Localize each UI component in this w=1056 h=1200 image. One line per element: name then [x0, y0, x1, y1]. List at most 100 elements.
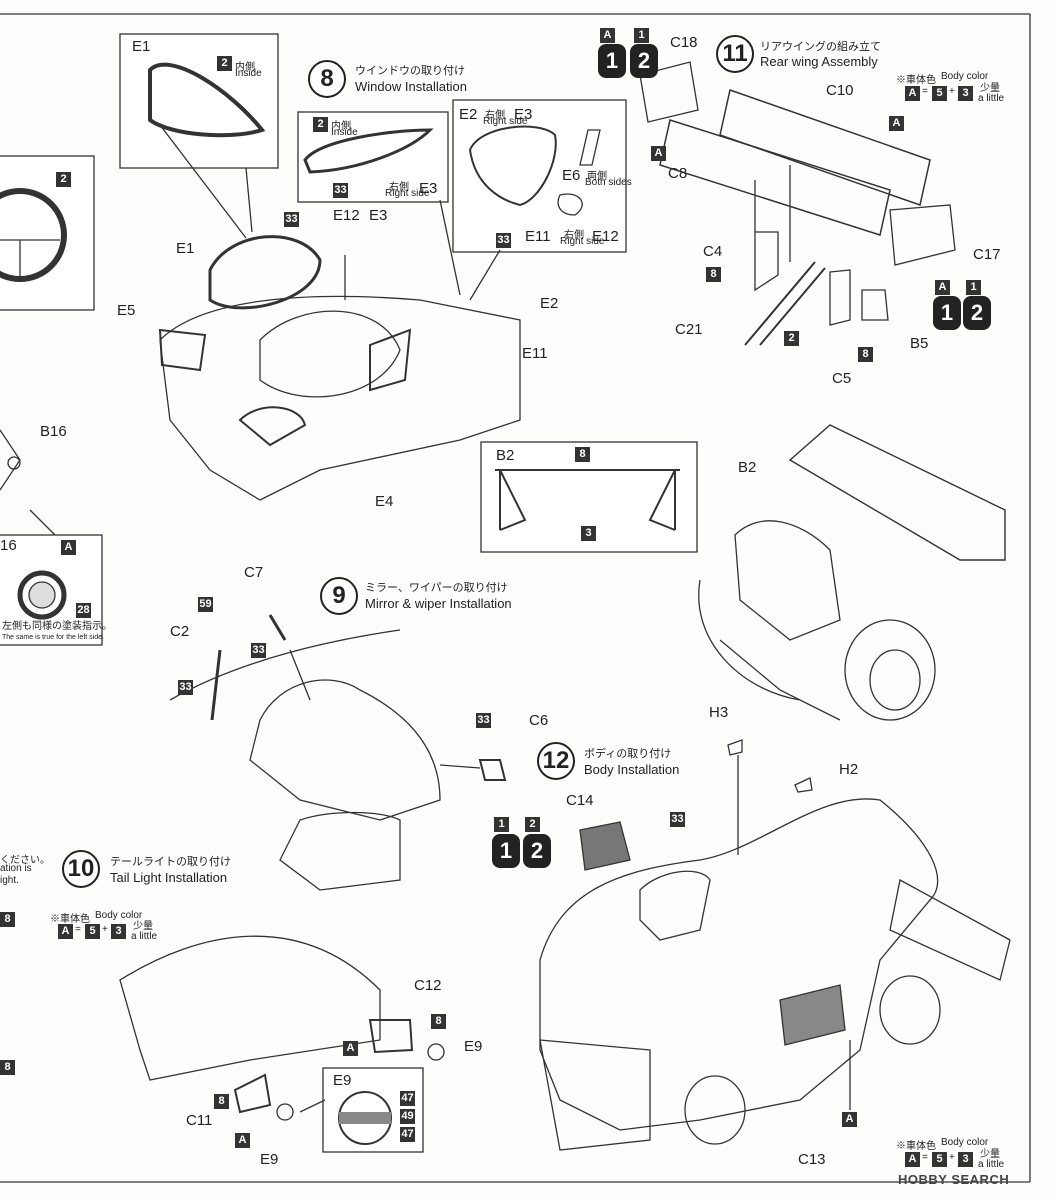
watermark: HOBBY SEARCH	[898, 1172, 1010, 1187]
part-label: B2	[738, 459, 757, 476]
paint-badge: 2	[56, 172, 71, 187]
part-label: E9	[260, 1151, 279, 1168]
body-color-note-jp: ※車体色	[896, 1141, 936, 1152]
paint-badge: 33	[284, 212, 299, 227]
part-label: E3	[369, 207, 388, 224]
formula-plus: +	[102, 924, 108, 935]
paint-badge: 59	[198, 597, 213, 612]
paint-badge: 3	[958, 86, 973, 101]
paint-badge: 33	[476, 713, 491, 728]
part-label: E5	[117, 302, 136, 319]
part-label: C8	[668, 165, 688, 182]
sub-label-right-side: Right side	[560, 236, 605, 247]
sub-label-naisoku: 内側	[235, 62, 255, 73]
paint-badge: 47	[400, 1091, 415, 1106]
part-label: E11	[522, 345, 548, 362]
a-little-label: a little	[978, 1159, 1005, 1170]
step-number-10: 10	[62, 850, 100, 888]
part-label: E12	[592, 228, 619, 245]
cut-note-1: ください。	[0, 855, 50, 866]
part-label: C12	[414, 977, 442, 994]
paint-badge: 47	[400, 1127, 415, 1142]
paint-badge: 2	[525, 817, 540, 832]
part-label: E11	[525, 228, 551, 245]
sub-label-inside: Inside	[331, 127, 358, 138]
formula-plus: +	[949, 1152, 955, 1163]
part-label: E4	[375, 493, 394, 510]
formula-eq: =	[922, 86, 928, 97]
part-label: E3	[514, 106, 533, 123]
part-label: E3	[419, 180, 438, 197]
paint-badge: 5	[85, 924, 100, 939]
part-label: B2	[496, 447, 515, 464]
shoryo-label: 少量	[980, 1149, 1000, 1160]
paint-badge: A	[905, 86, 920, 101]
paint-badge: 8	[858, 347, 873, 362]
paint-badge: 8	[431, 1014, 446, 1029]
formula-eq: =	[75, 924, 81, 935]
step-11-title-jp: リアウイングの組み立て	[760, 41, 881, 53]
paint-badge: A	[58, 924, 73, 939]
option-circle-2: 2	[523, 834, 551, 868]
step-10-title-jp: テールライトの取り付け	[110, 856, 231, 868]
body-color-note-en: Body color	[941, 71, 989, 82]
formula-eq: =	[922, 1152, 928, 1163]
cut-note-2: ation is	[0, 863, 32, 874]
paint-badge: 33	[178, 680, 193, 695]
step-8-title-jp: ウインドウの取り付け	[355, 65, 465, 77]
part-label: C14	[566, 792, 594, 809]
step-number-12: 12	[537, 742, 575, 780]
paint-badge: A	[61, 540, 76, 555]
a-little-label: a little	[978, 93, 1005, 104]
paint-badge: 33	[251, 643, 266, 658]
paint-badge: 33	[496, 233, 511, 248]
body-color-note-jp: ※車体色	[896, 75, 936, 86]
part-label: C13	[798, 1151, 826, 1168]
paint-badge: A	[935, 280, 950, 295]
option-circle-2: 2	[963, 296, 991, 330]
part-label: C7	[244, 564, 264, 581]
step-number-8: 8	[308, 60, 346, 98]
part-label: C4	[703, 243, 723, 260]
paint-badge: 2	[313, 117, 328, 132]
paint-badge: 1	[494, 817, 509, 832]
paint-badge: 5	[932, 86, 947, 101]
sub-label-right-side: Right side	[385, 188, 430, 199]
paint-badge: A	[842, 1112, 857, 1127]
part-label: C5	[832, 370, 852, 387]
paint-badge: 33	[670, 812, 685, 827]
paint-badge: 8	[706, 267, 721, 282]
part-label: C11	[186, 1112, 213, 1129]
part-label: H2	[839, 761, 859, 778]
paint-badge: 5	[932, 1152, 947, 1167]
paint-badge: 8	[575, 447, 590, 462]
step-9-title-en: Mirror & wiper Installation	[365, 596, 512, 611]
step-number-11: 11	[716, 35, 754, 73]
body-color-note-en: Body color	[941, 1137, 989, 1148]
step-9-title-jp: ミラー、ワイパーの取り付け	[365, 582, 508, 594]
part-label: C6	[529, 712, 549, 729]
shoryo-label: 少量	[980, 83, 1000, 94]
part-label: C21	[675, 321, 703, 338]
part-label: B5	[910, 335, 929, 352]
paint-badge: 3	[111, 924, 126, 939]
sub-label-migigawa: 右側	[389, 182, 409, 193]
formula-plus: +	[949, 86, 955, 97]
paint-badge: 8	[0, 1060, 15, 1075]
option-circle-2: 2	[630, 44, 658, 78]
sub-label-ryogawa: 両側	[587, 171, 607, 182]
left-side-note-en: The same is true for the left side.	[2, 634, 104, 641]
cut-note-3: ight.	[0, 875, 19, 886]
paint-badge: A	[343, 1041, 358, 1056]
paint-badge: 1	[634, 28, 649, 43]
part-label: C2	[170, 623, 190, 640]
step-10-title-en: Tail Light Installation	[110, 870, 228, 885]
paint-badge: 3	[958, 1152, 973, 1167]
part-label: C17	[973, 246, 1001, 263]
sub-label-naisoku: 内側	[331, 121, 351, 132]
body-color-note-jp: ※車体色	[50, 914, 90, 925]
part-label: C18	[670, 34, 698, 51]
sub-label-right-side: Right side	[483, 116, 528, 127]
part-label: E2	[459, 106, 478, 123]
